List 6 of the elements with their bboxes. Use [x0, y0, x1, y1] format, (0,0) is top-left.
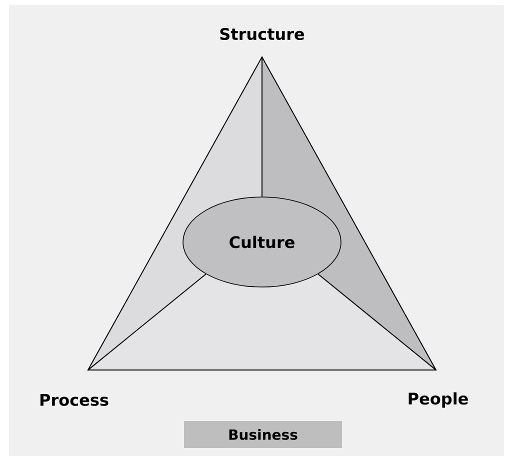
vertex-label: Structure [220, 28, 304, 40]
line [87, 274, 206, 371]
business-box: Business [184, 421, 342, 448]
vertex-label: People [408, 392, 468, 408]
vertex-label: Process [40, 394, 108, 406]
line [318, 274, 437, 371]
